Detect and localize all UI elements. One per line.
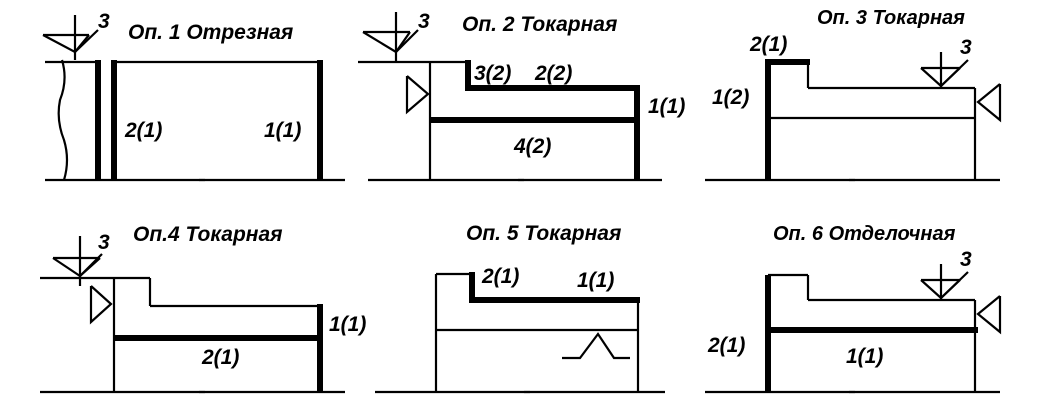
surface-label: 2(1)	[707, 334, 745, 357]
panel-op5-title: Оп. 5 Токарная	[466, 222, 621, 245]
roughness-symbol	[42, 15, 99, 60]
locating-symbol	[89, 285, 113, 325]
surface-label: 1(1)	[577, 269, 614, 292]
surface-label: 2(1)	[481, 265, 519, 288]
roughness-symbol	[920, 52, 969, 88]
roughness-class-label: 3	[960, 36, 972, 59]
panel-op1: Оп. 1 Отрезная 3 2(1) 1(1)	[42, 10, 345, 182]
roughness-class-label: 3	[98, 10, 110, 33]
panel-op4: Оп.4 Токарная 3 1(1) 2(1)	[40, 223, 366, 394]
surface-label: 1(2)	[712, 86, 749, 109]
surface-label: 4(2)	[513, 135, 551, 158]
roughness-symbol	[920, 264, 969, 300]
roughness-symbol	[362, 12, 419, 62]
panel-op2: Оп. 2 Токарная 3 3(2) 2(2) 1(1) 4(2)	[358, 10, 685, 182]
stock-break-line	[57, 59, 69, 181]
panel-op6-title: Оп. 6 Отделочная	[773, 223, 956, 245]
panel-op5: Оп. 5 Токарная 2(1) 1(1)	[375, 222, 665, 394]
panel-op4-title: Оп.4 Токарная	[133, 223, 283, 246]
surface-label: 2(1)	[201, 346, 239, 369]
surface-label: 2(1)	[749, 33, 787, 56]
surface-label: 1(1)	[329, 313, 366, 336]
roughness-class-label: 3	[98, 231, 110, 254]
surface-label: 1(1)	[648, 95, 685, 118]
panel-op3: Оп. 3 Токарная 3 2(1) 1(2)	[705, 7, 1002, 182]
centering-symbol	[562, 332, 630, 360]
roughness-class-label: 3	[418, 10, 430, 33]
roughness-class-label: 3	[960, 248, 972, 271]
surface-label: 2(2)	[534, 62, 572, 85]
surface-label: 1(1)	[846, 345, 883, 368]
locating-symbol	[405, 75, 430, 115]
locating-symbol	[976, 295, 1002, 335]
surface-label: 2(1)	[124, 119, 162, 142]
panel-op6: Оп. 6 Отделочная 3 2(1) 1(1)	[705, 223, 1002, 394]
panel-op3-title: Оп. 3 Токарная	[817, 7, 965, 29]
surface-label: 3(2)	[474, 62, 511, 85]
panel-op1-title: Оп. 1 Отрезная	[128, 21, 293, 44]
locating-symbol	[976, 83, 1002, 123]
panel-op2-title: Оп. 2 Токарная	[462, 13, 617, 36]
surface-label: 1(1)	[264, 119, 301, 142]
